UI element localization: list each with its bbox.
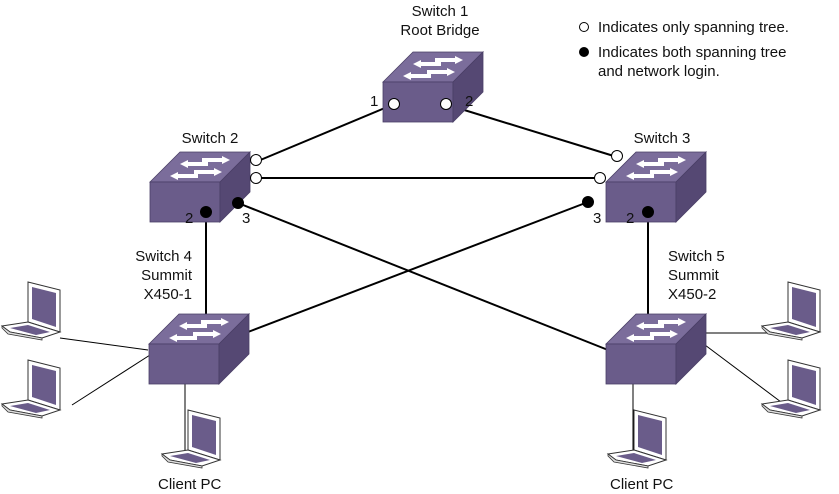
- legend-filled-text-2: and network login.: [598, 63, 720, 80]
- switch-4-model: Summit: [141, 267, 192, 284]
- client-pc-left-label: Client PC: [158, 476, 222, 493]
- port-markers: [200, 98, 654, 218]
- switch-1-label: Switch 1 Root Bridge: [380, 2, 500, 40]
- trunk-links: [205, 104, 649, 351]
- switch-4-label: Switch 4 Summit X450-1: [100, 247, 192, 304]
- port-label-s2-2: 2: [185, 210, 194, 227]
- legend-filled: Indicates both spanning tree and network…: [578, 43, 789, 81]
- laptop-right-1: [761, 281, 821, 341]
- switch-1-name: Switch 1: [411, 3, 469, 20]
- switch-3-label: Switch 3: [633, 130, 691, 147]
- port-label-s1-1: 1: [370, 93, 379, 110]
- switch-5-model: Summit: [668, 267, 719, 284]
- switch-4: [148, 313, 250, 385]
- legend: Indicates only spanning tree. Indicates …: [578, 18, 789, 87]
- switch-3: [605, 151, 707, 223]
- switch-2-label: Switch 2: [181, 130, 239, 147]
- client-pc-right-label: Client PC: [610, 476, 674, 493]
- laptop-right-2: [761, 359, 821, 419]
- legend-open: Indicates only spanning tree.: [578, 18, 789, 37]
- legend-open-text: Indicates only spanning tree.: [598, 19, 789, 36]
- legend-filled-text-1: Indicates both spanning tree: [598, 44, 787, 61]
- switch-5-model-number: X450-2: [668, 286, 717, 303]
- open-circle-icon: [579, 22, 589, 32]
- switch-1-role: Root Bridge: [400, 22, 480, 39]
- port-label-s3-3: 3: [593, 210, 602, 227]
- port-label-s2-3: 3: [242, 210, 251, 227]
- switch-5-name: Switch 5: [668, 248, 725, 265]
- filled-circle-icon: [579, 47, 589, 57]
- port-label-s1-2: 2: [465, 93, 474, 110]
- laptop-client-right: [607, 409, 667, 469]
- switch-4-model-number: X450-1: [143, 286, 192, 303]
- laptop-client-left: [161, 409, 221, 469]
- laptop-left-2: [1, 359, 61, 419]
- switch-2: [149, 151, 251, 223]
- switch-5-label: Switch 5 Summit X450-2: [668, 247, 768, 304]
- client-links: [59, 332, 786, 450]
- port-label-s3-2: 2: [626, 210, 635, 227]
- switch-4-name: Switch 4: [135, 248, 192, 265]
- switch-5: [605, 313, 707, 385]
- laptop-left-1: [1, 281, 61, 341]
